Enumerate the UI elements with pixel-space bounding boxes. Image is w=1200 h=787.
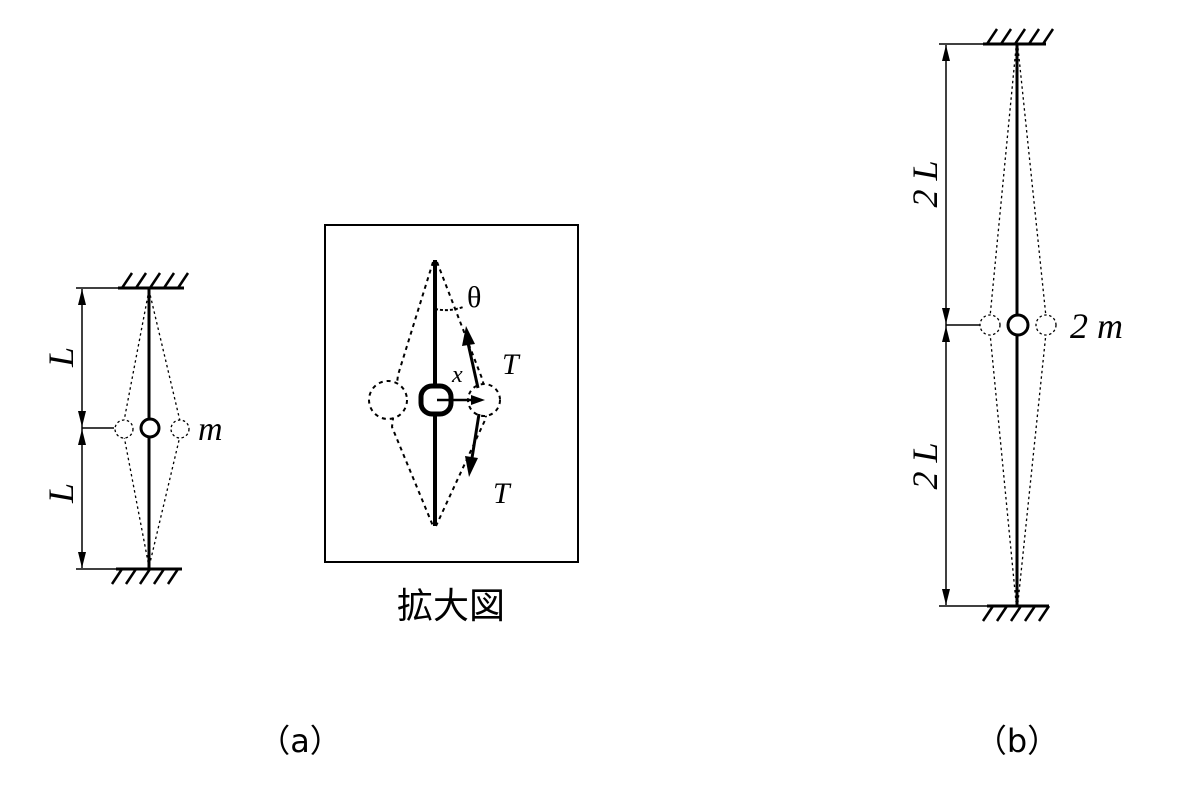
bottom-hatch-a xyxy=(110,568,180,585)
displaced-string-left-a xyxy=(123,289,150,568)
mass-displaced-left-a xyxy=(114,419,134,439)
mass-displaced-left-b xyxy=(979,314,1001,336)
dimension-arrows-a xyxy=(78,289,86,568)
inset-frame xyxy=(324,224,579,563)
length-label-lower-b: 2 L xyxy=(905,442,945,489)
panel-b: 2 L 2 L 2 m （b） xyxy=(905,28,1123,760)
tension-arrow-upper xyxy=(466,342,480,389)
caption-b: （b） xyxy=(975,722,1059,760)
dimension-arrows-b xyxy=(942,45,950,605)
mass-label-a: m xyxy=(198,411,223,448)
length-label-upper-a: L xyxy=(41,347,81,368)
angle-arc xyxy=(434,306,464,312)
dimension-lines-a xyxy=(76,287,118,570)
length-label-lower-a: L xyxy=(41,483,81,504)
mass-displaced-right-a xyxy=(170,419,190,439)
top-hatch-b xyxy=(985,28,1055,45)
mass-label-b: 2 m xyxy=(1070,306,1123,346)
displacement-label: x xyxy=(451,362,463,388)
mass-displaced-right-b xyxy=(1035,314,1057,336)
bottom-hatch-b xyxy=(981,605,1051,622)
tension-arrowhead-upper xyxy=(462,326,475,346)
inset-enlarged: θ x T T 拡大図 xyxy=(324,224,579,627)
tension-label-upper: T xyxy=(502,348,521,381)
length-label-upper-b: 2 L xyxy=(905,160,945,207)
mass-a xyxy=(139,417,161,439)
dimension-lines-b xyxy=(939,43,987,607)
displacement-arrowhead xyxy=(471,395,485,405)
displaced-string-right-a xyxy=(148,289,181,568)
tension-label-lower: T xyxy=(493,477,512,510)
panel-a: L L m （a） xyxy=(41,272,342,760)
mass-b xyxy=(1006,313,1030,337)
mass-displaced-left-inset xyxy=(368,380,408,420)
inset-caption: 拡大図 xyxy=(397,586,505,627)
caption-a: （a） xyxy=(258,722,342,760)
tension-arrow-lower xyxy=(470,413,481,459)
angle-label: θ xyxy=(467,281,481,314)
top-hatch-a xyxy=(120,272,190,289)
tension-arrowhead-lower xyxy=(465,456,478,477)
